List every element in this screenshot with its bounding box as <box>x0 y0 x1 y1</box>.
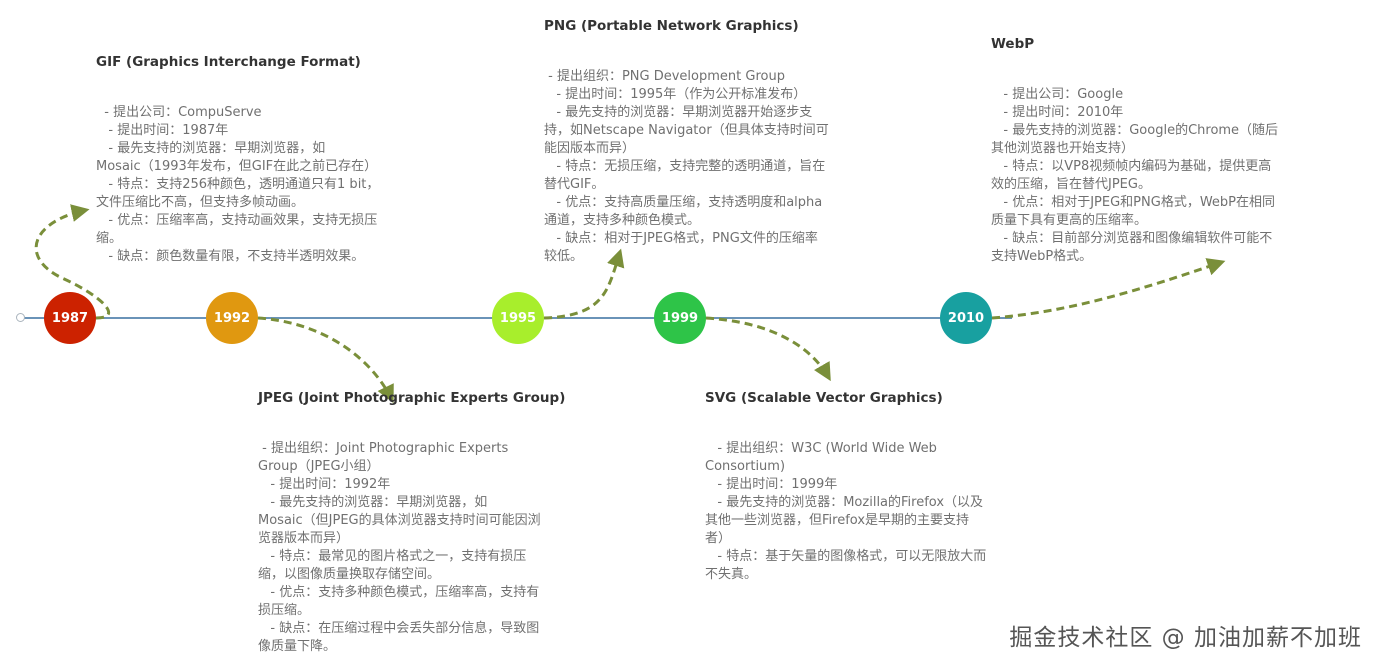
detail-line: - 特点：支持256种颜色，透明通道只有1 bit， <box>96 177 380 192</box>
connector-svg <box>705 316 831 382</box>
detail-line: 览器版本而异） <box>258 531 350 546</box>
detail-line: 能因版本而异） <box>544 141 636 156</box>
detail-line: 像质量下降。 <box>258 639 337 654</box>
connector-jpeg <box>257 316 394 404</box>
topic-detail-gif: - 提出公司：CompuServe - 提出时间：1987年 - 最先支持的浏览… <box>96 104 379 266</box>
detail-line: - 优点：相对于JPEG和PNG格式，WebP在相同 <box>991 195 1276 210</box>
detail-line: - 提出时间：2010年 <box>991 105 1124 120</box>
detail-line: - 优点：压缩率高，支持动画效果，支持无损压 <box>96 213 378 228</box>
detail-line: 替代GIF。 <box>544 177 605 192</box>
detail-line: 文件压缩比不高，但支持多帧动画。 <box>96 195 305 210</box>
detail-line: - 缺点：在压缩过程中会丢失部分信息，导致图 <box>258 621 540 636</box>
detail-line: 其他一些浏览器，但Firefox是早期的主要支持 <box>705 513 970 528</box>
detail-line: Group（JPEG小组） <box>258 459 380 474</box>
node-1995: 1995 <box>492 292 544 344</box>
detail-line: Mosaic（但JPEG的具体浏览器支持时间可能因浏 <box>258 513 541 528</box>
detail-line: - 最先支持的浏览器：Mozilla的Firefox（以及 <box>705 495 984 510</box>
detail-line: - 特点：无损压缩，支持完整的透明通道，旨在 <box>544 159 826 174</box>
detail-line: - 提出时间：1995年（作为公开标准发布） <box>544 87 807 102</box>
detail-line: - 提出组织：PNG Development Group <box>544 69 785 84</box>
detail-line: - 提出组织：W3C (World Wide Web <box>705 441 937 456</box>
detail-line: - 缺点：目前部分浏览器和图像编辑软件可能不 <box>991 231 1273 246</box>
detail-line: 持，如Netscape Navigator（但具体支持时间可 <box>544 123 829 138</box>
topic-detail-png: - 提出组织：PNG Development Group - 提出时间：1995… <box>544 68 829 266</box>
detail-line: 损压缩。 <box>258 603 311 618</box>
detail-line: 者） <box>705 531 732 546</box>
topic-title-jpeg: JPEG (Joint Photographic Experts Group) <box>258 390 566 406</box>
detail-line: - 特点：最常见的图片格式之一，支持有损压 <box>258 549 527 564</box>
detail-line: 效的压缩，旨在替代JPEG。 <box>991 177 1151 192</box>
detail-line: Mosaic（1993年发布，但GIF在此之前已存在） <box>96 159 378 174</box>
topic-title-gif: GIF (Graphics Interchange Format) <box>96 54 361 70</box>
detail-line: - 提出时间：1992年 <box>258 477 391 492</box>
detail-line: - 提出公司：CompuServe <box>96 105 262 120</box>
connector-png <box>543 248 625 320</box>
detail-line: - 最先支持的浏览器：早期浏览器，如 <box>96 141 326 156</box>
detail-line: - 最先支持的浏览器：Google的Chrome（随后 <box>991 123 1279 138</box>
detail-line: - 提出时间：1999年 <box>705 477 838 492</box>
detail-line: Consortium) <box>705 459 786 474</box>
detail-line: 较低。 <box>544 249 584 264</box>
detail-line: - 优点：支持高质量压缩，支持透明度和alpha <box>544 195 823 210</box>
topic-title-png: PNG (Portable Network Graphics) <box>544 18 799 34</box>
node-1992: 1992 <box>206 292 258 344</box>
detail-line: - 提出时间：1987年 <box>96 123 229 138</box>
topic-title-webp: WebP <box>991 36 1035 52</box>
topic-detail-webp: - 提出公司：Google - 提出时间：2010年 - 最先支持的浏览器：Go… <box>991 86 1278 266</box>
detail-line: 质量下具有更高的压缩率。 <box>991 213 1148 228</box>
detail-line: - 特点：基于矢量的图像格式，可以无限放大而 <box>705 549 987 564</box>
detail-line: - 特点：以VP8视频帧内编码为基础，提供更高 <box>991 159 1272 174</box>
connector-webp <box>991 258 1226 320</box>
watermark: 掘金技术社区 @ 加油加薪不加班 <box>1009 625 1362 651</box>
detail-line: - 缺点：相对于JPEG格式，PNG文件的压缩率 <box>544 231 818 246</box>
detail-line: - 优点：支持多种颜色模式，压缩率高，支持有 <box>258 585 540 600</box>
topic-title-svg: SVG (Scalable Vector Graphics) <box>705 390 943 406</box>
detail-line: 缩，以图像质量换取存储空间。 <box>258 567 441 582</box>
detail-line: 通道，支持多种颜色模式。 <box>544 213 701 228</box>
detail-line: - 最先支持的浏览器：早期浏览器，如 <box>258 495 488 510</box>
detail-line: 不失真。 <box>705 567 758 582</box>
detail-line: 支持WebP格式。 <box>991 249 1093 264</box>
detail-line: - 最先支持的浏览器：早期浏览器开始逐步支 <box>544 105 813 120</box>
detail-line: - 提出组织：Joint Photographic Experts <box>258 441 509 456</box>
detail-line: - 提出公司：Google <box>991 87 1124 102</box>
node-1987: 1987 <box>44 292 96 344</box>
connector-gif <box>34 204 111 320</box>
detail-line: 其他浏览器也开始支持） <box>991 141 1135 156</box>
node-2010: 2010 <box>940 292 992 344</box>
detail-line: 缩。 <box>96 231 123 246</box>
detail-line: - 缺点：颜色数量有限，不支持半透明效果。 <box>96 249 365 264</box>
timeline-start-marker <box>16 313 25 322</box>
node-1999: 1999 <box>654 292 706 344</box>
